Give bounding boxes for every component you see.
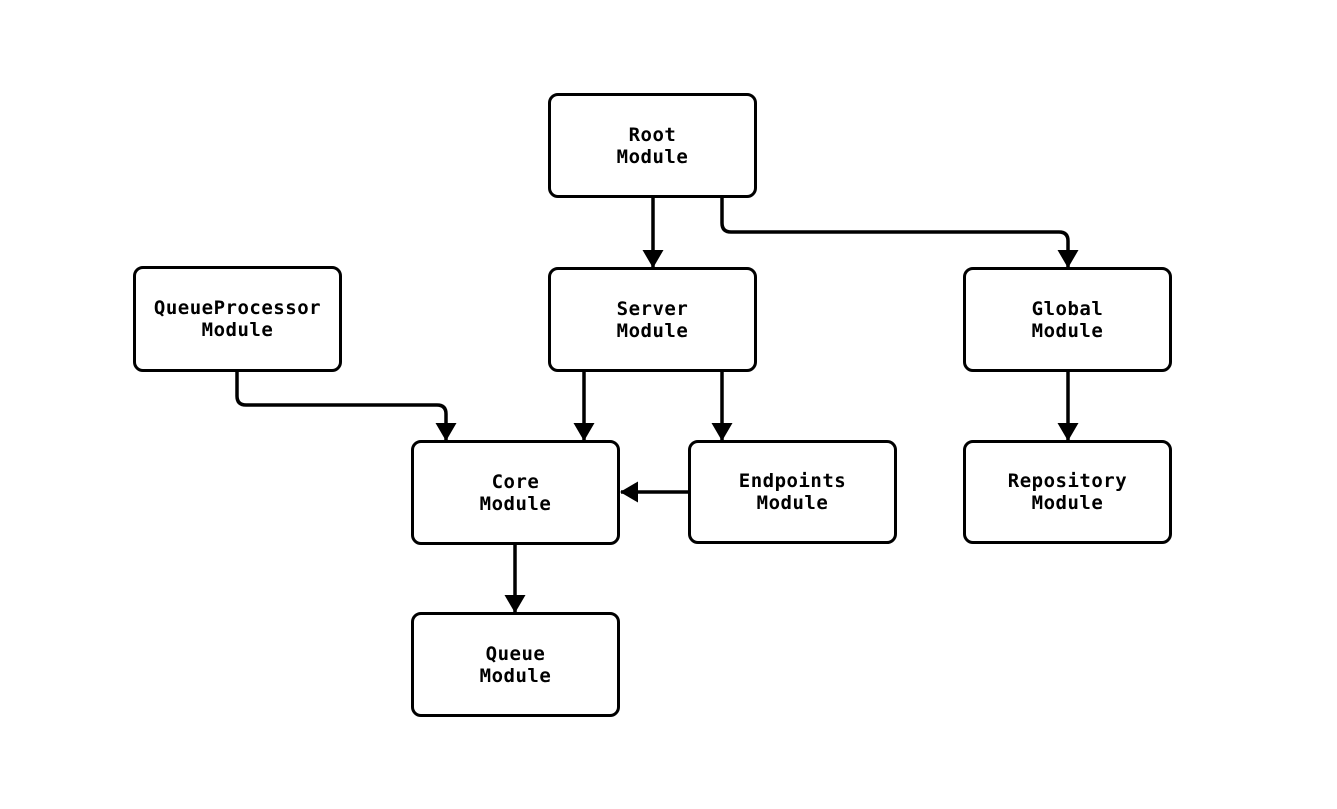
node-label-server-module: Server Module xyxy=(616,297,689,342)
node-root-module: Root Module xyxy=(548,93,757,198)
node-label-queueprocessor-module: QueueProcessor Module xyxy=(153,297,322,341)
node-global-module: Global Module xyxy=(963,267,1172,372)
node-repository-module: Repository Module xyxy=(963,440,1172,544)
node-queueprocessor-module: QueueProcessor Module xyxy=(133,266,342,372)
node-label-core-module: Core Module xyxy=(479,470,552,515)
edge-group xyxy=(235,198,1079,613)
node-endpoints-module: Endpoints Module xyxy=(688,440,897,544)
node-queue-module: Queue Module xyxy=(411,612,620,717)
node-server-module: Server Module xyxy=(548,267,757,372)
node-label-global-module: Global Module xyxy=(1031,297,1104,342)
edge-root-to-global xyxy=(720,198,1079,268)
node-label-repository-module: Repository Module xyxy=(1007,470,1128,514)
node-label-endpoints-module: Endpoints Module xyxy=(738,470,847,514)
node-label-queue-module: Queue Module xyxy=(479,642,552,687)
node-core-module: Core Module xyxy=(411,440,620,545)
edge-queueprocessor-to-core xyxy=(235,371,457,441)
node-label-root-module: Root Module xyxy=(616,123,689,168)
